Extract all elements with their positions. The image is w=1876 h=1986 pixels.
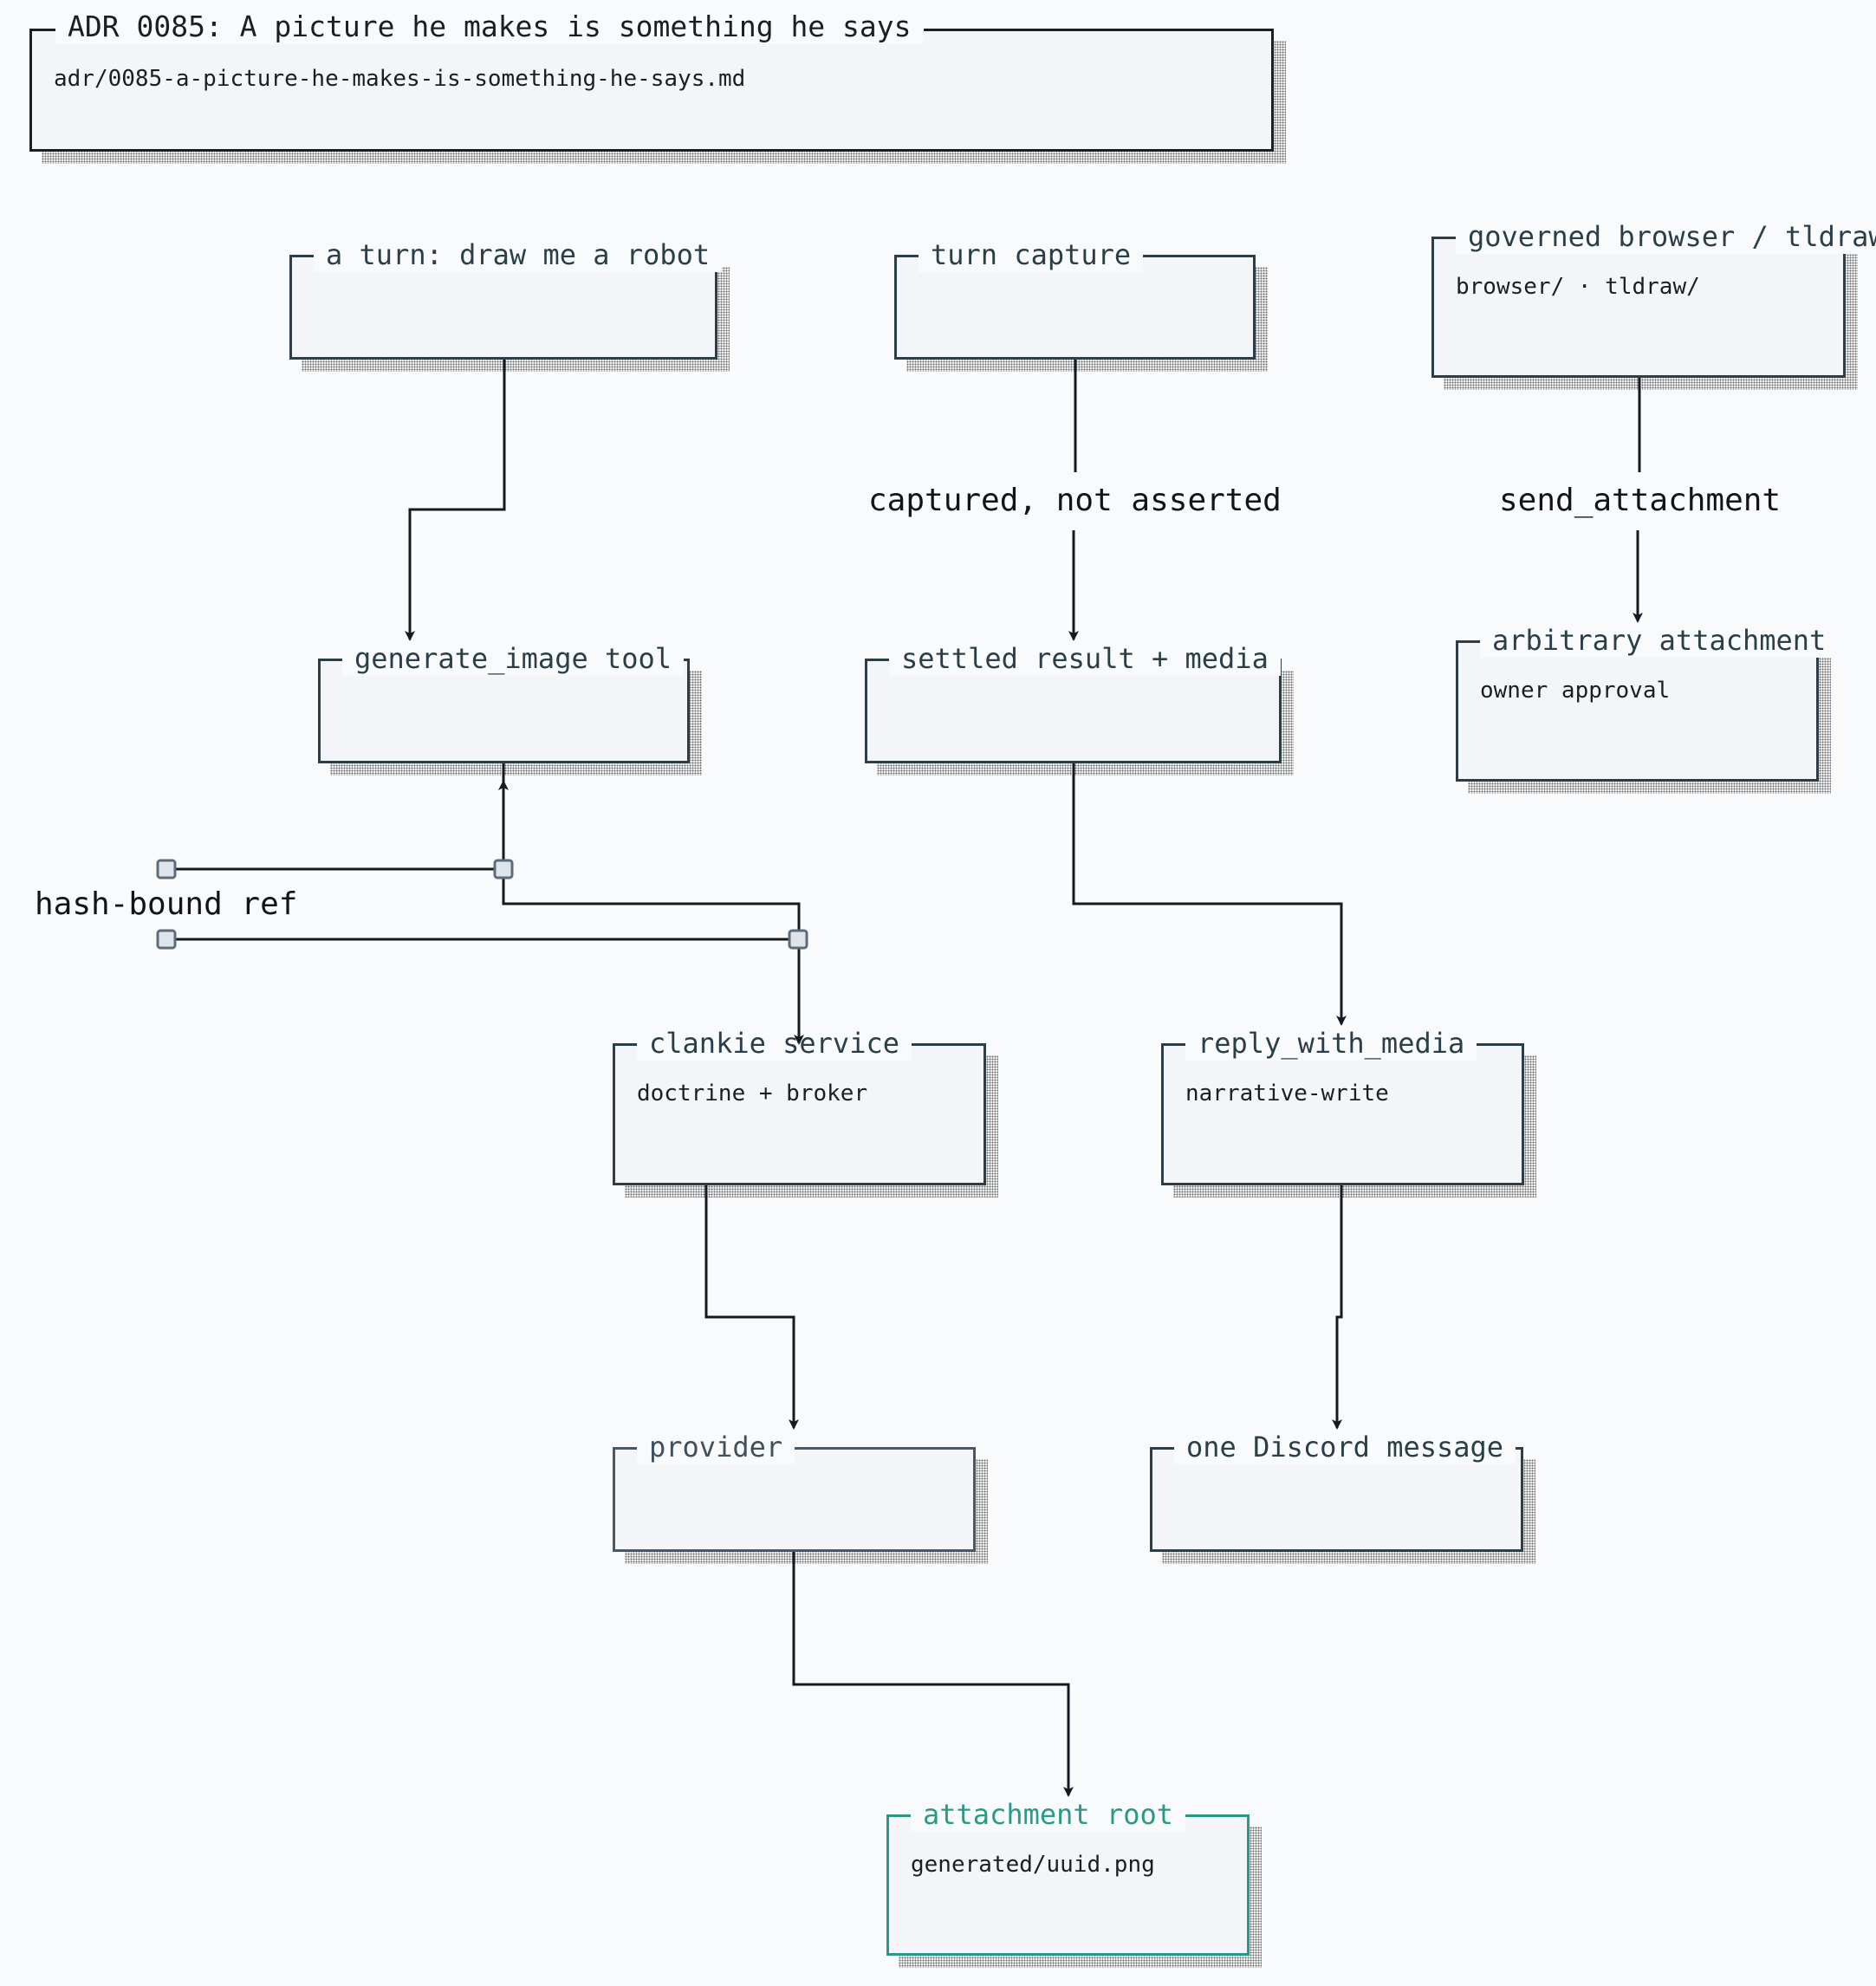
node-settled-result-title: settled result + media <box>889 641 1281 676</box>
edge-label-hash-bound: hash-bound ref <box>35 886 298 922</box>
node-governed-browser[interactable]: governed browser / tldraw browser/ · tld… <box>1431 219 1876 390</box>
port-hash-upper-right <box>493 859 514 879</box>
node-attachment-root-sub: generated/uuid.png <box>911 1852 1155 1878</box>
edge-label-captured: captured, not asserted <box>868 483 1282 518</box>
node-reply-with-media-title: reply_with_media <box>1185 1026 1477 1061</box>
node-turn-title: a turn: draw me a robot <box>314 237 723 272</box>
port-hash-upper-left <box>156 859 177 879</box>
node-governed-browser-title: governed browser / tldraw <box>1456 219 1876 254</box>
node-attachment-root-title: attachment root <box>911 1797 1185 1832</box>
node-clankie-service[interactable]: clankie service doctrine + broker <box>613 1026 998 1197</box>
adr-file-path[interactable]: adr/0085-a-picture-he-makes-is-something… <box>54 66 746 92</box>
node-provider[interactable]: provider <box>613 1430 988 1564</box>
edge-provider-to-attachment-root <box>792 1552 1074 1797</box>
node-reply-with-media[interactable]: reply_with_media narrative-write <box>1161 1026 1536 1197</box>
node-generate-image[interactable]: generate_image tool <box>318 641 702 776</box>
node-discord-message[interactable]: one Discord message <box>1150 1430 1535 1564</box>
node-arbitrary-attachment-title: arbitrary attachment <box>1480 623 1839 658</box>
adr-header: ADR 0085: A picture he makes is somethin… <box>29 10 1286 164</box>
node-provider-title: provider <box>637 1430 795 1464</box>
edge-turn-to-generate-image <box>405 360 506 641</box>
edge-clankie-to-provider <box>704 1185 799 1430</box>
port-hash-lower-right <box>788 929 808 950</box>
port-hash-lower-left <box>156 929 177 950</box>
node-turn-capture[interactable]: turn capture <box>894 237 1268 372</box>
node-settled-result[interactable]: settled result + media <box>865 641 1294 776</box>
edge-reply-to-discord <box>1332 1185 1343 1430</box>
node-arbitrary-attachment[interactable]: arbitrary attachment owner approval <box>1456 623 1839 794</box>
edge-label-send-attachment: send_attachment <box>1499 483 1782 518</box>
adr-title: ADR 0085: A picture he makes is somethin… <box>55 10 924 44</box>
node-turn[interactable]: a turn: draw me a robot <box>289 237 730 372</box>
node-reply-with-media-sub: narrative-write <box>1185 1081 1389 1107</box>
edge-generate-to-clankie <box>502 763 804 1045</box>
node-attachment-root[interactable]: attachment root generated/uuid.png <box>886 1797 1262 1968</box>
node-arbitrary-attachment-sub: owner approval <box>1480 678 1671 704</box>
node-turn-capture-title: turn capture <box>919 237 1144 272</box>
node-clankie-service-title: clankie service <box>637 1026 912 1061</box>
node-discord-message-title: one Discord message <box>1174 1430 1516 1464</box>
node-clankie-service-sub: doctrine + broker <box>637 1081 868 1107</box>
edge-settled-to-reply <box>1072 763 1347 1026</box>
node-governed-browser-sub: browser/ · tldraw/ <box>1456 274 1700 300</box>
node-generate-image-title: generate_image tool <box>342 641 685 676</box>
